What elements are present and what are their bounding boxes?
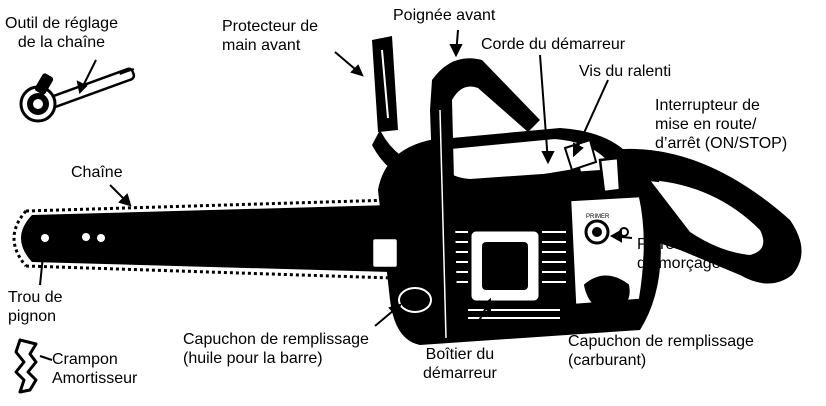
leader-lines <box>37 29 669 361</box>
label-idle-screw: Vis du ralenti <box>579 63 672 80</box>
chainsaw-body: PRIMER <box>370 36 802 345</box>
sprocket-hole <box>41 234 49 242</box>
front-handle <box>430 58 540 342</box>
chain-adjustment-tool <box>19 67 136 123</box>
spike-bumper <box>14 338 38 394</box>
guide-bar <box>12 198 393 280</box>
starter-rope-handle <box>520 168 584 199</box>
fuel-cap <box>583 275 630 312</box>
label-oil-cap: Capuchon de remplissage(huile pour la ba… <box>183 331 369 367</box>
label-starter-rope: Corde du démarreur <box>481 36 626 53</box>
label-fuel-cap: Capuchon de remplissage(carburant) <box>568 333 754 369</box>
label-front-handle: Poignée avant <box>393 7 496 24</box>
on-stop-switch <box>598 156 622 194</box>
label-chain: Chaîne <box>71 164 123 181</box>
oil-cap <box>398 287 432 313</box>
primer-decal: PRIMER <box>586 214 610 220</box>
